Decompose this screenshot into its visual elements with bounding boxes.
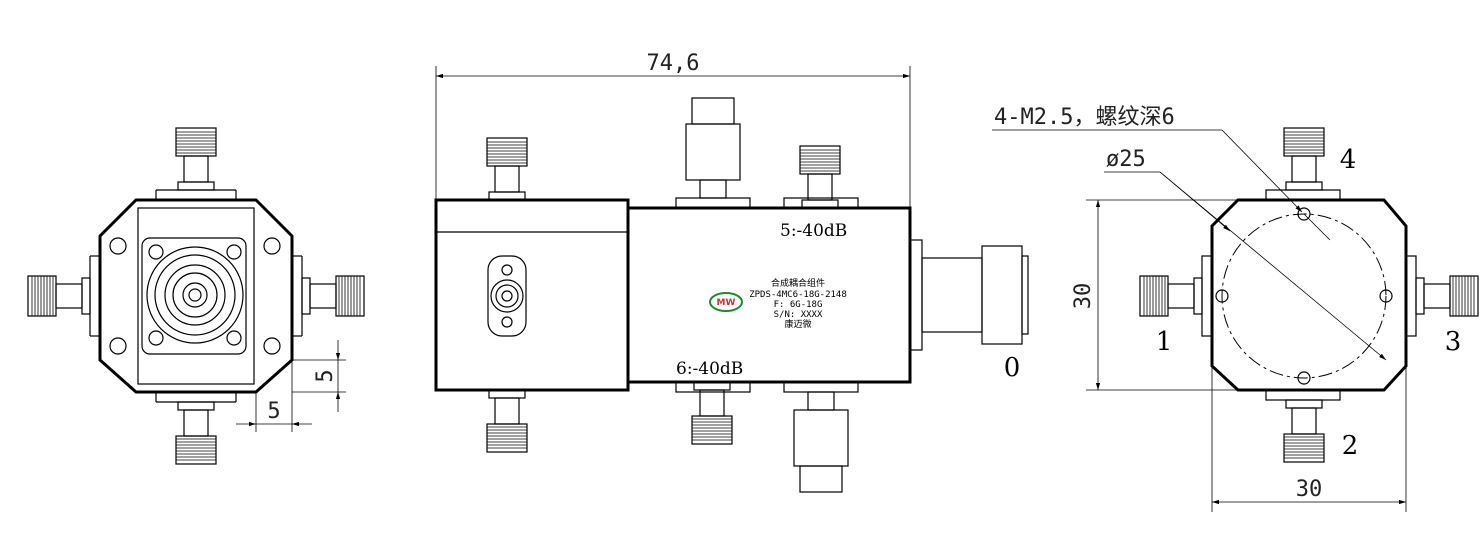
port-4-label: 4	[1340, 145, 1357, 175]
product-label-block: MW 合成耦合组件 ZPDS-4MC6-18G-2148 F: 6G-18G S…	[709, 277, 847, 330]
port-1-label: 1	[1156, 327, 1173, 357]
left-end-view: 5 5	[27, 127, 365, 465]
right-width-label: 30	[1296, 477, 1323, 502]
left-dim-vertical	[292, 340, 346, 412]
product-serial: S/N: XXXX	[774, 310, 823, 320]
port-3-label: 3	[1445, 327, 1462, 357]
hole-thread-note: 4-M2.5，螺纹深6	[994, 105, 1175, 130]
overall-length-label: 74,6	[647, 51, 700, 76]
right-height-label: 30	[1071, 283, 1096, 310]
brand-logo: MW	[709, 292, 743, 312]
port-0-label: 0	[1004, 353, 1021, 383]
left-dim-horizontal	[236, 360, 312, 432]
coupling-port-6-label: 6:-40dB	[676, 359, 743, 379]
svg-text:MW: MW	[717, 298, 736, 308]
product-frequency: F: 6G-18G	[774, 300, 823, 310]
circle-diameter-label: ø25	[1106, 147, 1146, 172]
product-name: 合成耦合组件	[771, 277, 825, 289]
right-end-view: 30 30 4-M2.5，螺纹深6 ø25 1 2 3 4	[992, 105, 1479, 512]
left-dim-label-horizontal: 5	[267, 399, 280, 424]
left-dim-label-vertical: 5	[313, 369, 338, 382]
middle-side-view: 74,6 5:-40dB 6:-40dB	[434, 51, 1029, 493]
product-brand: 康迈微	[784, 318, 811, 330]
coupling-port-5-label: 5:-40dB	[780, 221, 847, 241]
port-2-label: 2	[1342, 431, 1359, 461]
product-model: ZPDS-4MC6-18G-2148	[749, 290, 847, 300]
